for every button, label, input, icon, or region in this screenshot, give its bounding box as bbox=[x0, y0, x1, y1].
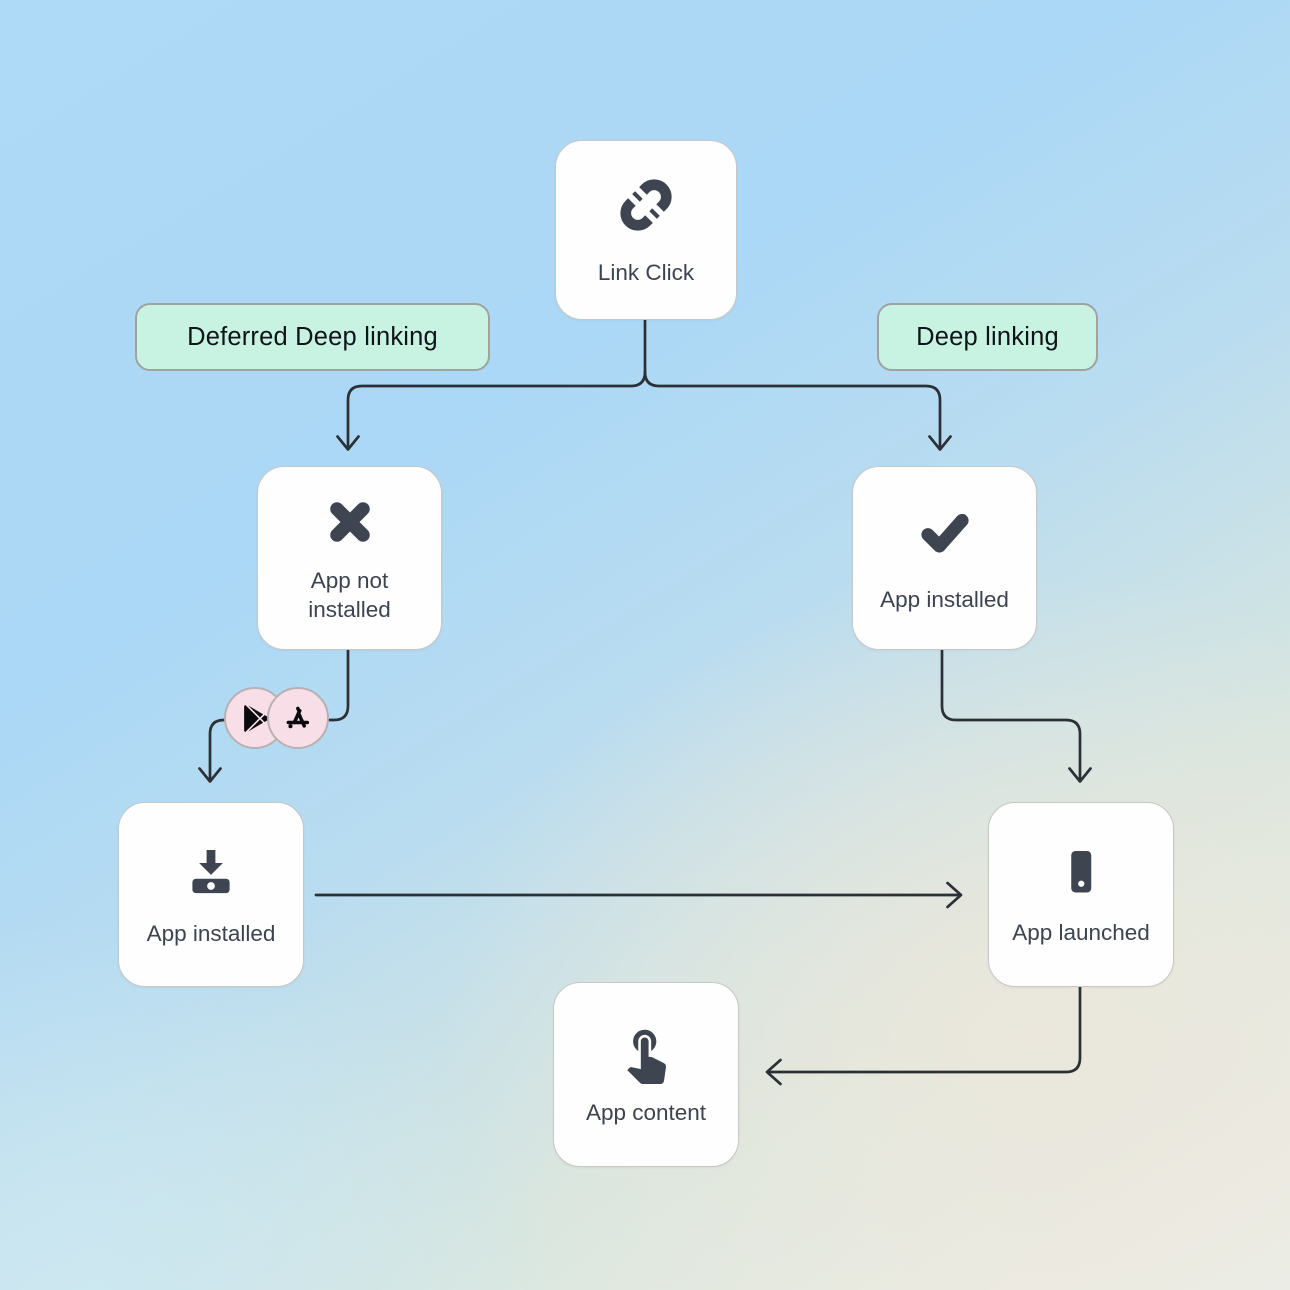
deferred-deep-linking-label: Deferred Deep linking bbox=[187, 322, 438, 351]
arrowhead-right bbox=[946, 881, 963, 909]
app-store-icon bbox=[281, 701, 315, 735]
smartphone-icon bbox=[1051, 842, 1111, 902]
arrowhead-down-right bbox=[928, 435, 952, 451]
arrowhead-down bbox=[198, 767, 222, 783]
node-app-not-installed-label: App not installed bbox=[308, 567, 391, 622]
node-link-click: Link Click bbox=[555, 140, 737, 320]
node-app-installed-download-label: App installed bbox=[146, 920, 276, 946]
deferred-deep-linking-tag: Deferred Deep linking bbox=[135, 303, 490, 371]
download-icon bbox=[180, 841, 242, 903]
arrowhead-down bbox=[1068, 767, 1092, 783]
app-store-badge bbox=[267, 687, 329, 749]
arrowhead-left bbox=[765, 1058, 782, 1086]
deep-linking-label: Deep linking bbox=[916, 322, 1059, 351]
tap-icon bbox=[615, 1022, 677, 1084]
node-app-content-label: App content bbox=[585, 1099, 707, 1125]
x-icon bbox=[320, 492, 380, 552]
node-link-click-label: Link Click bbox=[597, 260, 695, 286]
link-icon bbox=[613, 172, 679, 238]
edge-linkclick-to-appinstalled bbox=[643, 370, 952, 451]
node-app-installed-download: App installed bbox=[118, 802, 304, 987]
node-app-installed-check: App installed bbox=[852, 466, 1037, 650]
node-app-content: App content bbox=[553, 982, 739, 1167]
node-app-launched-label: App launched bbox=[1012, 919, 1150, 945]
deep-linking-tag: Deep linking bbox=[877, 303, 1098, 371]
arrowhead-down-left bbox=[336, 435, 360, 451]
check-icon bbox=[913, 501, 977, 565]
node-app-installed-check-label: App installed bbox=[880, 587, 1009, 613]
node-app-launched: App launched bbox=[988, 802, 1174, 987]
edge-applaunched-to-appcontent bbox=[765, 983, 1082, 1086]
edge-appinstalled-to-applaunched bbox=[940, 646, 1092, 783]
edge-appinstalleddownload-to-applaunched bbox=[314, 881, 963, 909]
node-app-not-installed: App not installed bbox=[257, 466, 442, 650]
